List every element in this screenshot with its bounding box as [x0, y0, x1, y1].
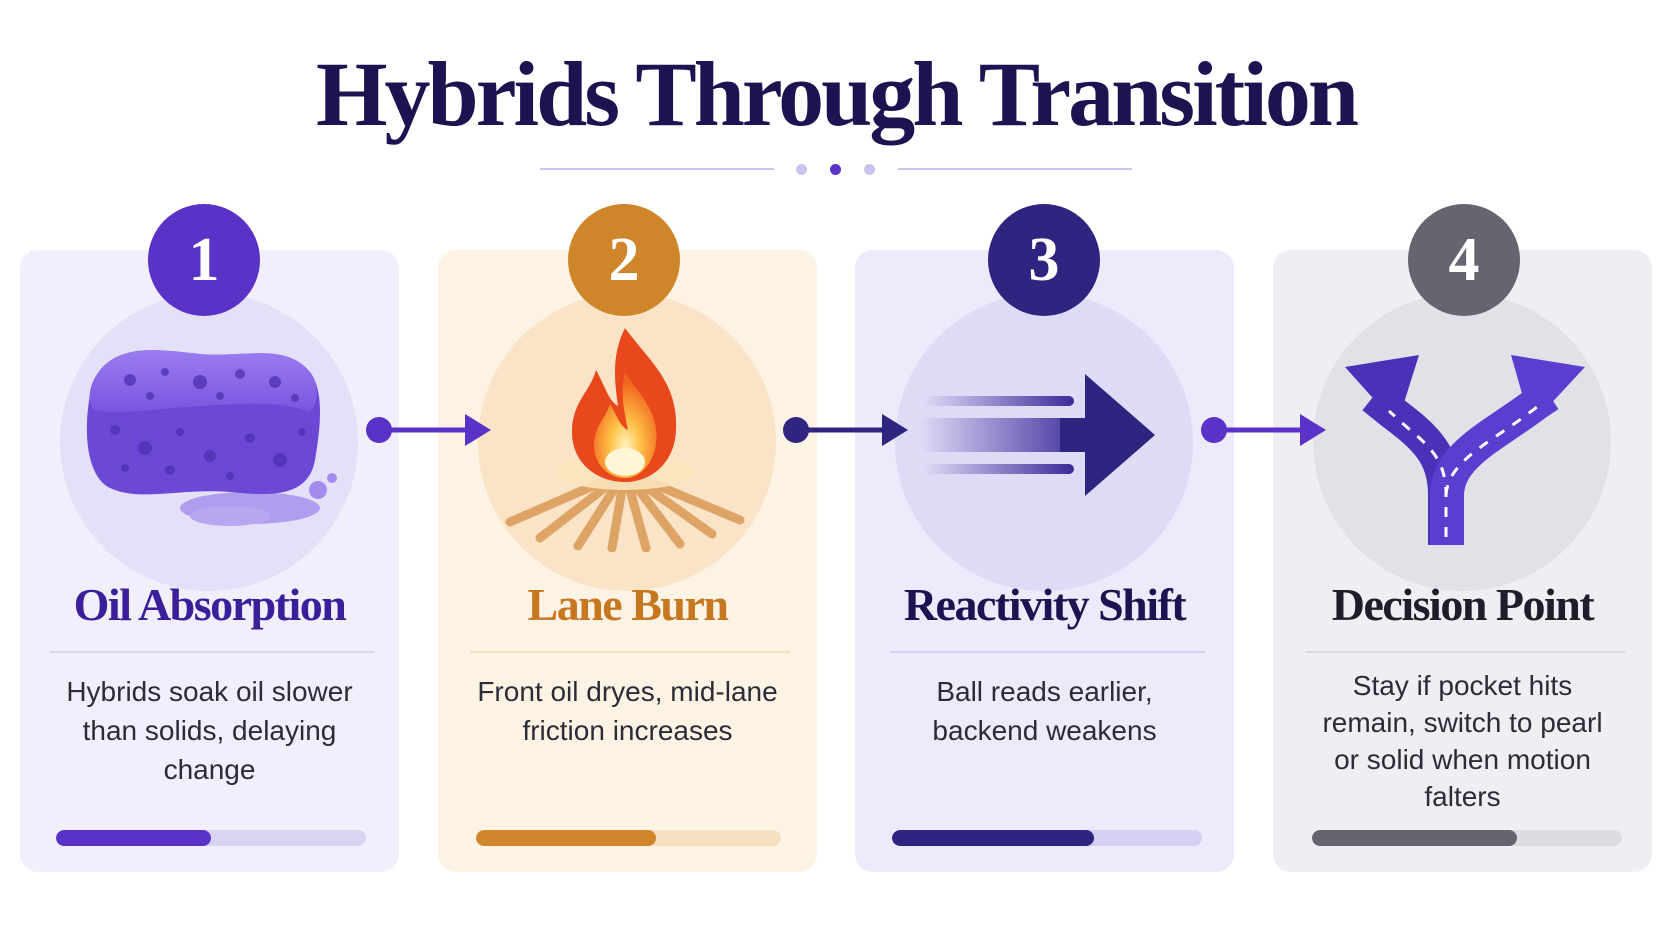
step-title-4: Decision Point [1331, 579, 1595, 630]
step-number-badge-1: 1 [148, 204, 260, 316]
arrow-right-icon [920, 374, 1155, 496]
step-description-1: Hybrids soak oil slower than solids, del… [66, 676, 353, 786]
step-progress-fill-1 [56, 830, 211, 846]
step-progress-fill-2 [476, 830, 656, 846]
step-rule-3 [890, 651, 1205, 653]
page-title: Hybrids Through Transition [315, 43, 1359, 145]
step-progress-2 [476, 830, 781, 846]
step-title-2: Lane Burn [527, 579, 729, 630]
flame-icon [505, 328, 745, 552]
title-divider [0, 160, 1672, 180]
fork-arrow-icon [1345, 355, 1585, 545]
connector-arrow-3 [1201, 414, 1326, 446]
step-title-3: Reactivity Shift [903, 579, 1187, 630]
connector-arrow-1 [366, 414, 491, 446]
step-rule-1 [50, 651, 375, 653]
step-progress-4 [1312, 830, 1622, 846]
sponge-icon [86, 350, 337, 526]
divider-dot-1 [796, 164, 807, 175]
step-description-2: Front oil dryes, mid-lane friction incre… [477, 676, 778, 747]
step-rule-4 [1305, 651, 1625, 653]
step-number-badge-3: 3 [988, 204, 1100, 316]
step-progress-1 [56, 830, 366, 846]
step-description-3: Ball reads earlier, backend weakens [932, 676, 1157, 747]
connector-arrow-2 [783, 414, 908, 446]
step-progress-3 [892, 830, 1202, 846]
divider-dot-3 [864, 164, 875, 175]
step-title-1: Oil Absorption [73, 579, 347, 630]
divider-line-right [898, 168, 1132, 170]
divider-dot-2 [830, 164, 841, 175]
step-rule-2 [470, 651, 790, 653]
step-progress-fill-3 [892, 830, 1094, 846]
step-number-badge-2: 2 [568, 204, 680, 316]
step-progress-fill-4 [1312, 830, 1517, 846]
step-number-badge-4: 4 [1408, 204, 1520, 316]
divider-line-left [540, 168, 774, 170]
step-description-4: Stay if pocket hits remain, switch to pe… [1322, 670, 1603, 812]
